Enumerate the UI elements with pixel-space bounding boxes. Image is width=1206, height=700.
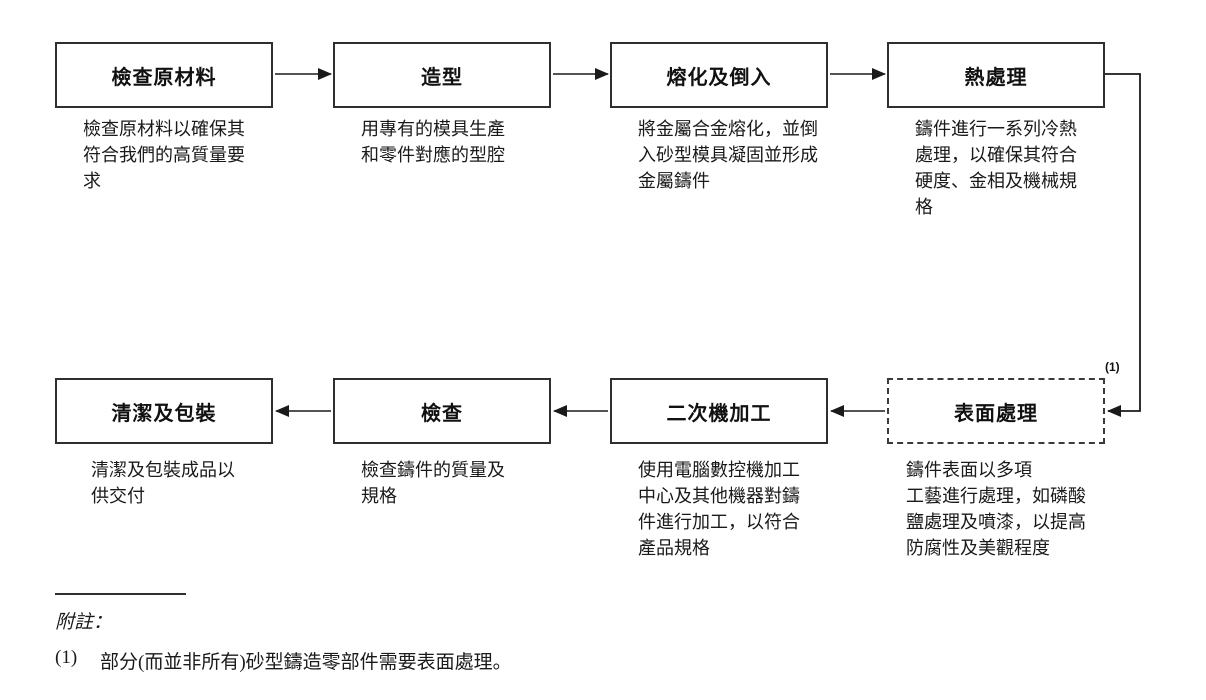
step-box: 檢查 — [333, 378, 551, 444]
step-box: 檢查原材料 — [55, 42, 273, 108]
step-box: 二次機加工 — [610, 378, 828, 444]
flow-step-inspect-raw-materials: 檢查原材料 檢查原材料以確保其 符合我們的高質量要 求 — [55, 42, 273, 194]
step-title: 熱處理 — [964, 66, 1028, 89]
footnote-text: 部分(而並非所有)砂型鑄造零部件需要表面處理。 — [100, 652, 512, 673]
flow-step-secondary-machining: 二次機加工 使用電腦數控機加工 中心及其他機器對鑄 件進行加工，以符合 產品規格 — [610, 378, 828, 561]
step-description: 鑄件進行一系列冷熱 處理，以確保其符合 硬度、金相及機械規 格 — [915, 119, 1077, 217]
footnote-marker: (1) — [55, 647, 78, 668]
step-description: 檢查原材料以確保其 符合我們的高質量要 求 — [83, 119, 245, 191]
step-title: 二次機加工 — [666, 402, 772, 425]
flow-step-melting-pouring: 熔化及倒入 將金屬合金熔化，並倒 入砂型模具凝固並形成 金屬鑄件 — [610, 42, 828, 194]
footnote-heading: 附註： — [55, 612, 113, 633]
flow-step-inspection: 檢查 檢查鑄件的質量及 規格 — [333, 378, 551, 509]
footnote-item: (1) 部分(而並非所有)砂型鑄造零部件需要表面處理。 — [55, 647, 512, 674]
footnote-ref-1: (1) — [1105, 360, 1120, 374]
footnotes-section: 附註： (1) 部分(而並非所有)砂型鑄造零部件需要表面處理。 — [55, 593, 512, 674]
step-box: 熱處理 — [887, 42, 1105, 108]
flow-step-molding: 造型 用專有的模具生產 和零件對應的型腔 — [333, 42, 551, 168]
flow-step-cleaning-packaging: 清潔及包裝 清潔及包裝成品以 供交付 — [55, 378, 273, 509]
step-title: 表面處理 — [954, 402, 1038, 425]
step-box: 清潔及包裝 — [55, 378, 273, 444]
step-box: 熔化及倒入 — [610, 42, 828, 108]
step-description: 使用電腦數控機加工 中心及其他機器對鑄 件進行加工，以符合 產品規格 — [638, 460, 800, 558]
step-title: 檢查 — [421, 402, 463, 425]
step-title: 熔化及倒入 — [666, 66, 772, 89]
step-title: 造型 — [421, 66, 463, 89]
step-description: 鑄件表面以多項 工藝進行處理，如磷酸 鹽處理及噴漆，以提高 防腐性及美觀程度 — [906, 460, 1086, 558]
step-title: 清潔及包裝 — [111, 402, 217, 425]
step-description: 將金屬合金熔化，並倒 入砂型模具凝固並形成 金屬鑄件 — [638, 119, 818, 191]
flow-step-surface-treatment: 表面處理 (1) 鑄件表面以多項 工藝進行處理，如磷酸 鹽處理及噴漆，以提高 防… — [887, 360, 1120, 561]
flow-step-heat-treatment: 熱處理 鑄件進行一系列冷熱 處理，以確保其符合 硬度、金相及機械規 格 — [887, 42, 1105, 220]
step-description: 檢查鑄件的質量及 規格 — [361, 460, 505, 506]
step-box-dashed: 表面處理 — [887, 378, 1105, 444]
step-description: 用專有的模具生產 和零件對應的型腔 — [361, 119, 505, 165]
step-description: 清潔及包裝成品以 供交付 — [91, 460, 235, 506]
step-title: 檢查原材料 — [111, 66, 217, 89]
step-box: 造型 — [333, 42, 551, 108]
footnote-divider — [55, 593, 186, 595]
